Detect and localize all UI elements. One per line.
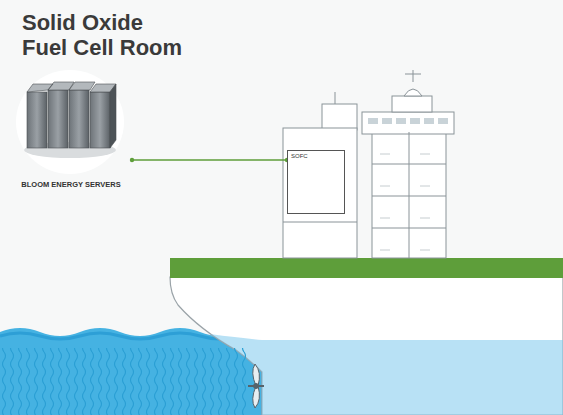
connector-dot bbox=[130, 158, 134, 162]
sofc-room-box: SOFC bbox=[287, 150, 345, 214]
fuel-cell-group: BLOOM ENERGY SERVERS bbox=[10, 66, 132, 193]
room-label: SOFC bbox=[288, 151, 344, 159]
title: Solid Oxide Fuel Cell Room bbox=[22, 10, 194, 60]
connector-line bbox=[132, 159, 287, 161]
part-label: BLOOM ENERGY SERVERS bbox=[10, 180, 132, 189]
